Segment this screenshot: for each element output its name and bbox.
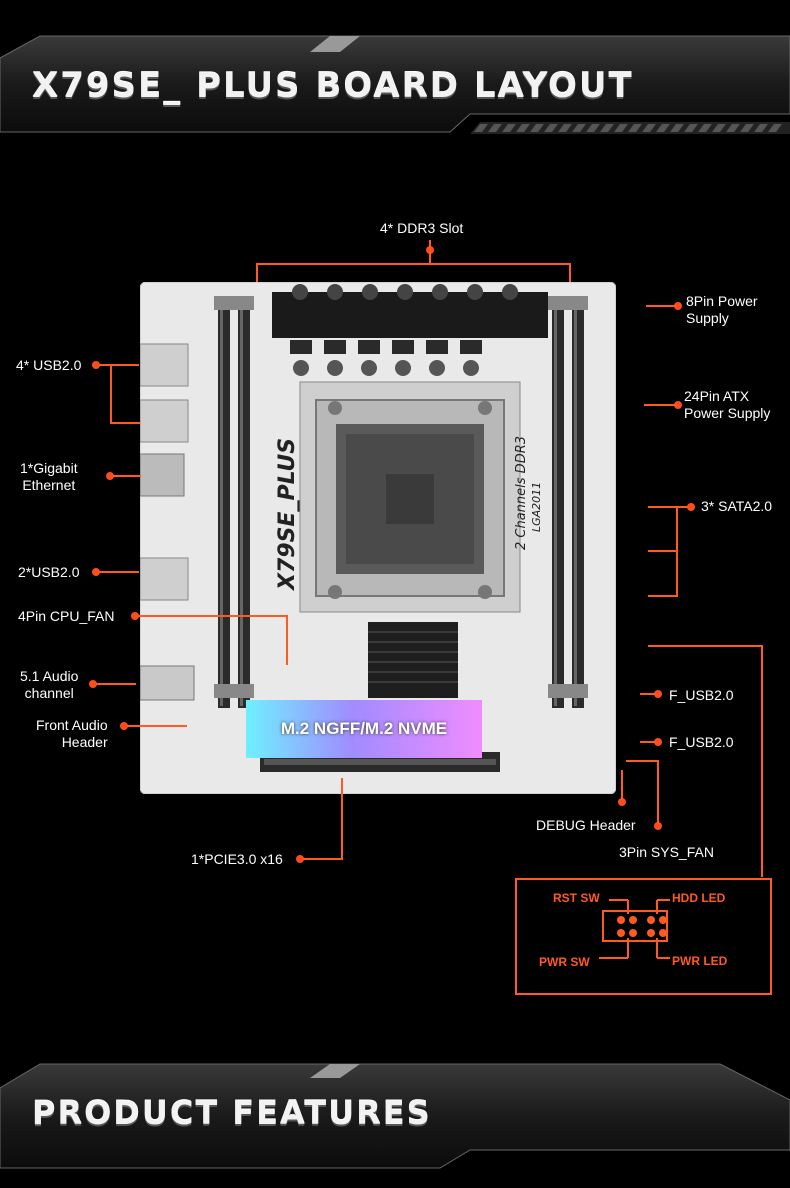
label-front-audio: Front Audio Header xyxy=(36,717,108,750)
footer-banner: PRODUCT FEATURES xyxy=(0,1060,790,1188)
label-hdd-led: HDD LED xyxy=(672,891,726,905)
marker-pcie xyxy=(296,855,304,863)
marker-cpu-fan xyxy=(131,612,139,620)
label-pcie: 1*PCIE3.0 x16 xyxy=(191,851,283,867)
label-usb-mid: 2*USB2.0 xyxy=(18,564,80,580)
label-debug: DEBUG Header xyxy=(536,817,636,833)
marker-sys-fan xyxy=(654,822,662,830)
label-cpu-fan: 4Pin CPU_FAN xyxy=(18,608,115,624)
label-f-usb-2: F_USB2.0 xyxy=(669,734,734,750)
silk-line1: 2 Channels DDR3 xyxy=(514,436,529,550)
label-rst-sw: RST SW xyxy=(553,891,600,905)
footer-plate xyxy=(0,1063,790,1169)
label-24pin: 24Pin ATX Power Supply xyxy=(684,388,771,421)
label-pwr-led: PWR LED xyxy=(672,954,728,968)
label-audio: 5.1 Audio channel xyxy=(20,668,79,701)
label-ethernet: 1*Gigabit Ethernet xyxy=(20,460,78,493)
label-8pin: 8Pin Power Supply xyxy=(686,293,758,326)
marker-debug xyxy=(618,798,626,806)
label-pwr-sw: PWR SW xyxy=(539,955,590,969)
label-sata: 3* SATA2.0 xyxy=(701,498,773,514)
label-usb-top: 4* USB2.0 xyxy=(16,357,82,373)
marker-f-usb-1 xyxy=(654,690,662,698)
marker-f-usb-2 xyxy=(654,738,662,746)
marker-ethernet xyxy=(106,472,114,480)
marker-sata xyxy=(687,503,695,511)
features-title: PRODUCT FEATURES xyxy=(32,1094,432,1132)
label-sys-fan: 3Pin SYS_FAN xyxy=(619,844,714,860)
silk-line2: LGA2011 xyxy=(530,482,543,532)
label-f-usb-1: F_USB2.0 xyxy=(669,687,734,703)
ddr3-slots xyxy=(214,296,588,708)
silk-model: X79SE_PLUS xyxy=(275,438,300,592)
m2-slot-label: M.2 NGFF/M.2 NVME xyxy=(246,700,482,758)
marker-24pin xyxy=(674,401,682,409)
front-panel-pins xyxy=(599,899,670,959)
header-banner: X79SE_ PLUS BOARD LAYOUT xyxy=(0,30,790,142)
header-plate xyxy=(0,35,790,134)
label-ddr3: 4* DDR3 Slot xyxy=(380,220,464,236)
marker-audio xyxy=(89,680,97,688)
marker-usb-top xyxy=(92,361,100,369)
marker-usb-mid xyxy=(92,568,100,576)
marker-8pin xyxy=(674,302,682,310)
motherboard-diagram: X79SE_PLUS 2 Channels DDR3 LGA2011 xyxy=(140,282,616,794)
front-panel-detail xyxy=(515,878,772,995)
page-title: X79SE_ PLUS BOARD LAYOUT xyxy=(32,66,634,106)
marker-front-audio xyxy=(120,722,128,730)
